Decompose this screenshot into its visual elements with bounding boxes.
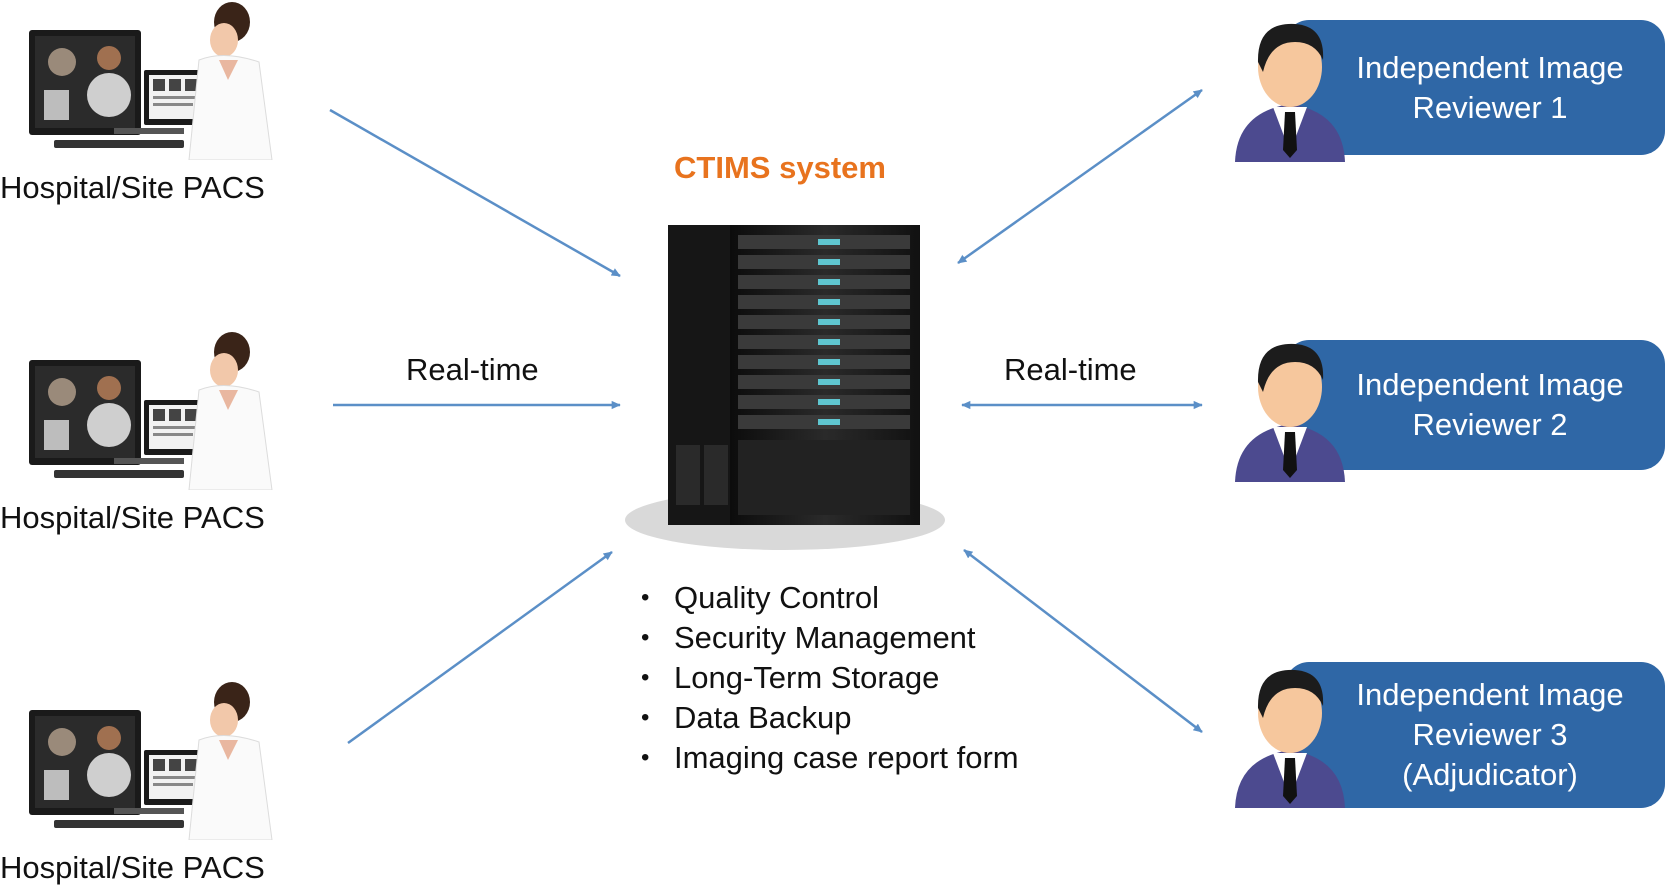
feature-item: •Imaging case report form [641,740,1019,775]
site-1: Hospital/Site PACS [0,0,300,205]
feature-item: •Data Backup [641,700,852,735]
reviewer-box [1285,20,1665,155]
arrow-server-reviewer1 [957,88,1203,265]
workstation-icon [29,332,273,490]
feature-item: •Security Management [641,620,976,655]
workstation-icon [29,682,273,840]
feature-item: •Quality Control [641,580,880,615]
feature-list: •Quality Control •Security Management •L… [636,578,1019,778]
reviewer-avatar-icon [1235,343,1345,482]
feature-item: •Long-Term Storage [641,660,940,695]
reviewer-avatar-icon [1235,23,1345,162]
site-label: Hospital/Site PACS [0,850,265,885]
site-label: Hospital/Site PACS [0,170,265,205]
site-2: Hospital/Site PACS [0,330,300,535]
arrow-site3-to-server [347,550,613,745]
reviewer-3: Independent Image Reviewer 3 (Adjudicato… [1225,662,1665,808]
reviewer-title: Independent Image [1356,677,1624,712]
reviewer-1: Independent Image Reviewer 1 [1225,20,1665,162]
server-icon [625,225,945,550]
reviewer-title: Independent Image [1356,49,1624,85]
reviewer-2: Independent Image Reviewer 2 [1225,340,1665,482]
arrow-site1-to-server [329,108,621,278]
reviewer-box [1285,662,1665,808]
arrow-server-reviewer3 [963,549,1203,733]
reviewer-avatar-icon [1235,669,1345,808]
reviewer-number: Reviewer 1 [1412,89,1568,125]
site-label: Hospital/Site PACS [0,500,265,535]
reviewer-number: Reviewer 2 [1412,407,1568,442]
reviewer-title: Independent Image [1356,367,1624,402]
system-title: CTIMS system [674,150,886,185]
site-3: Hospital/Site PACS [0,680,300,885]
reviewer-box [1285,340,1665,470]
reviewer-role: (Adjudicator) [1402,757,1578,792]
right-connection-label: Real-time [1004,352,1137,387]
left-connection-label: Real-time [406,352,539,387]
reviewer-number: Reviewer 3 [1412,717,1568,752]
workstation-icon [29,2,273,160]
